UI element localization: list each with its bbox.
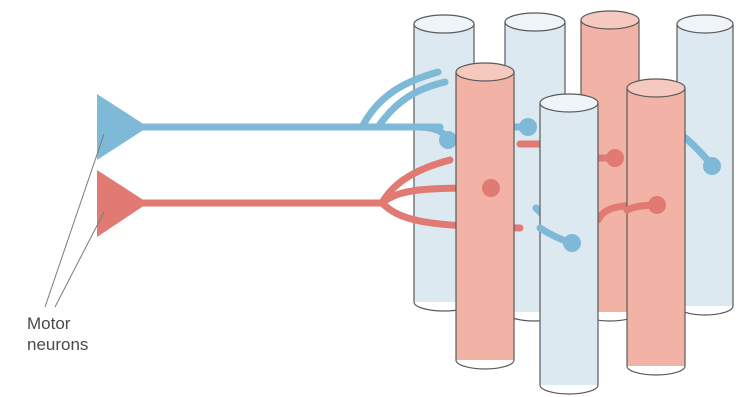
muscle-fiber-front-1 (456, 63, 514, 369)
motor-neurons-label: Motor neurons (27, 313, 88, 355)
muscle-fiber-front-3 (627, 79, 685, 375)
label-line-2: neurons (27, 334, 88, 355)
label-pointer-lines (45, 134, 104, 307)
label-line-1: Motor (27, 313, 88, 334)
red-neuron-body (97, 170, 148, 237)
blue-neuron-body (97, 94, 148, 160)
muscle-fiber-front-2 (540, 94, 598, 394)
